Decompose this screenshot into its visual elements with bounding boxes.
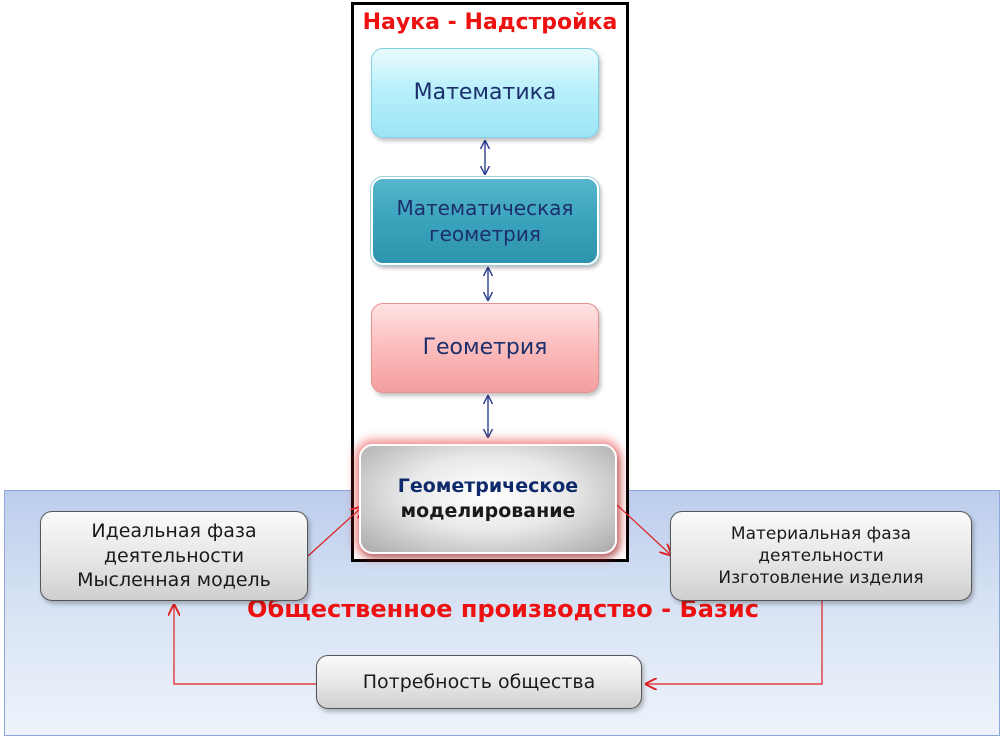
superstructure-title: Наука - Надстройка (362, 10, 618, 35)
node-mathematics-label: Математика (413, 79, 557, 105)
node-mathematics: Математика (371, 48, 599, 138)
node-material-phase-line3: Изготовление изделия (718, 568, 924, 589)
node-ideal-phase-line2: деятельности (103, 544, 245, 567)
node-ideal-phase: Идеальная фаза деятельности Мысленная мо… (40, 511, 308, 601)
node-geometry-label: Геометрия (422, 334, 548, 360)
node-material-phase: Материальная фаза деятельности Изготовле… (670, 511, 972, 601)
node-geometric-modeling-line1: Геометрическое (397, 475, 579, 498)
node-geometric-modeling-line2: моделирование (400, 500, 576, 522)
node-mathematical-geometry-line1: Математическая (396, 196, 574, 220)
node-geometric-modeling: Геометрическое моделирование (359, 444, 617, 554)
node-geometry: Геометрия (371, 303, 599, 393)
node-material-phase-line1: Материальная фаза (730, 523, 912, 544)
node-mathematical-geometry: Математическая геометрия (370, 176, 600, 266)
node-ideal-phase-line1: Идеальная фаза (91, 519, 257, 542)
node-society-need-label: Потребность общества (362, 670, 596, 693)
node-mathematical-geometry-line2: геометрия (429, 222, 541, 246)
node-ideal-phase-line3: Мысленная модель (77, 569, 271, 592)
node-material-phase-line2: деятельности (758, 545, 884, 566)
node-society-need: Потребность общества (316, 655, 642, 709)
